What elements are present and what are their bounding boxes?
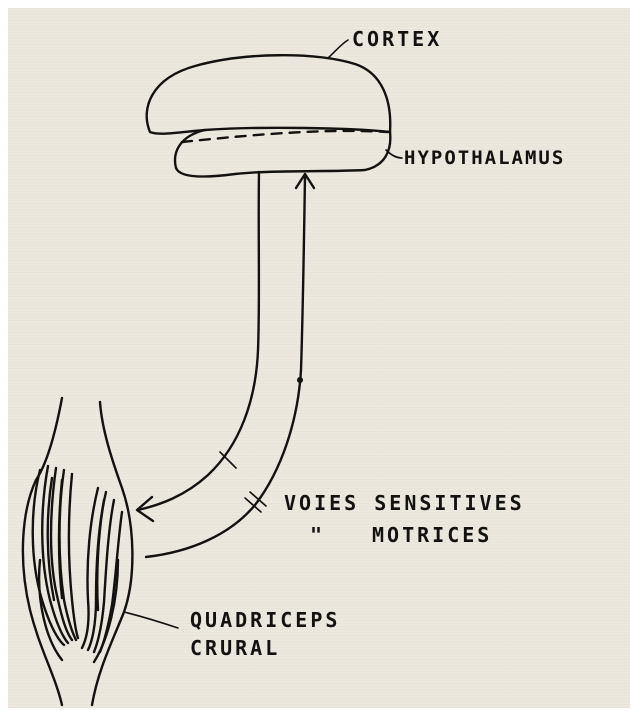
label-quadriceps-line1: QUADRICEPS: [190, 608, 340, 632]
quadriceps-muscle: [33, 466, 122, 662]
quadriceps-pointer: [124, 612, 178, 628]
cortex-pointer: [328, 40, 348, 58]
label-voies-line2: MOTRICES: [372, 523, 492, 547]
sensory-pathway-dot: [297, 377, 303, 383]
label-voies-line1: VOIES SENSITIVES: [284, 491, 525, 515]
label-voies-ditto-mark: ": [310, 523, 325, 547]
hypothalamus-dashed-boundary: [182, 131, 388, 142]
motor-pathway-line: [138, 172, 259, 510]
label-cortex: CORTEX: [352, 27, 442, 51]
label-quadriceps-line2: CRURAL: [190, 636, 280, 660]
hypothalamus-pointer: [386, 150, 402, 158]
label-hypothalamus: HYPOTHALAMUS: [404, 147, 565, 169]
cortex-shape: [147, 55, 391, 133]
hypothalamus-shape: [175, 130, 390, 176]
